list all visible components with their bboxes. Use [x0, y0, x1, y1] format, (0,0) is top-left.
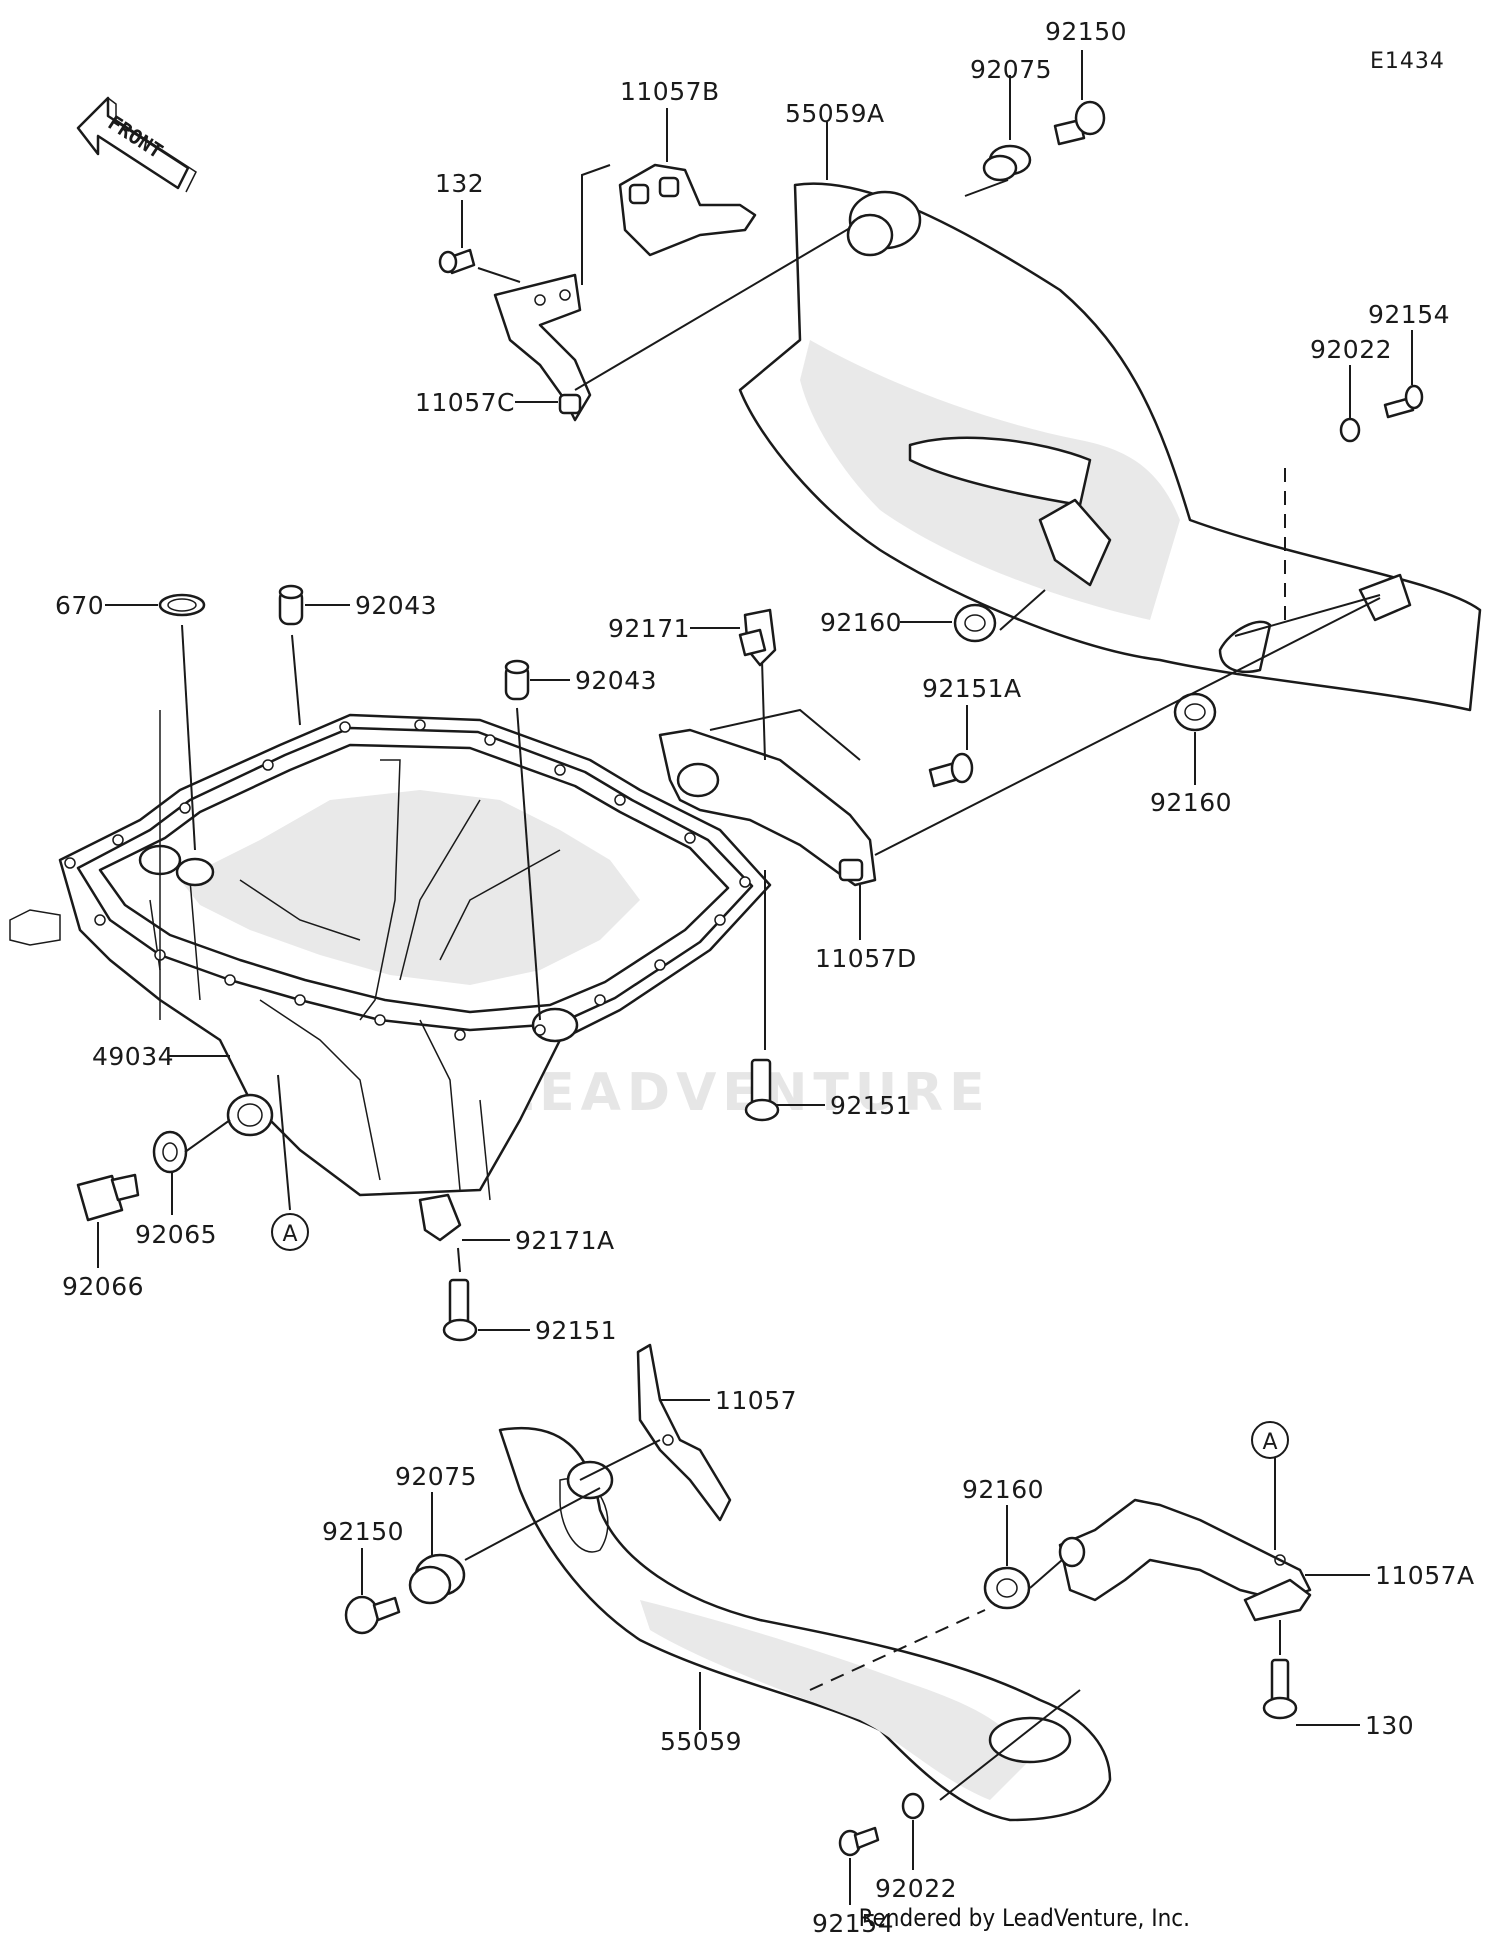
bolt-130 [1262, 1658, 1298, 1720]
bolt-92154-top [1383, 384, 1424, 419]
washer-92022-low [901, 1792, 925, 1820]
ref-marker-a-upper: A [271, 1213, 309, 1251]
washer-92065 [152, 1130, 188, 1174]
diagram-code: E1434 [1370, 49, 1445, 74]
label-92043-a: 92043 [355, 591, 437, 620]
bracket-11057c [493, 273, 592, 422]
label-92171a: 92171A [515, 1226, 615, 1255]
label-11057d: 11057D [815, 944, 917, 973]
cover-55059a [738, 182, 1482, 712]
label-92075-top: 92075 [970, 55, 1052, 84]
label-92160-b: 92160 [1150, 788, 1232, 817]
front-arrow-icon: FRONT [76, 96, 197, 193]
grommet-92075-top [982, 144, 1032, 182]
label-92154-low: 92154 [812, 1909, 894, 1938]
dowel-92043-b [504, 659, 530, 701]
grommet-92160-low [983, 1566, 1031, 1610]
grommet-92075-low [408, 1553, 466, 1605]
ref-marker-a-lower: A [1251, 1421, 1289, 1459]
label-130: 130 [1365, 1711, 1414, 1740]
watermark: LEADVENTURE [500, 1063, 991, 1123]
ref-marker-a-lower-label: A [1262, 1430, 1277, 1455]
label-92150-low: 92150 [322, 1517, 404, 1546]
clip-92171 [738, 608, 777, 667]
ref-marker-a-upper-label: A [282, 1222, 297, 1247]
bracket-11057d [658, 728, 877, 887]
label-92065: 92065 [135, 1220, 217, 1249]
label-92043-b: 92043 [575, 666, 657, 695]
label-11057b: 11057B [620, 77, 720, 106]
label-49034: 49034 [92, 1042, 174, 1071]
bolt-92150-low [344, 1595, 401, 1635]
label-92160-low: 92160 [962, 1475, 1044, 1504]
label-670: 670 [55, 591, 104, 620]
label-92075-low: 92075 [395, 1462, 477, 1491]
label-92151-mid: 92151 [830, 1091, 912, 1120]
label-92151a: 92151A [922, 674, 1022, 703]
part-labels: 92150 92075 55059A 11057B 132 11057C 920… [55, 17, 1475, 1938]
bracket-11057 [636, 1343, 732, 1522]
washer-92022-top [1339, 417, 1361, 443]
label-132: 132 [435, 169, 484, 198]
o-ring-670 [158, 593, 206, 617]
drain-plug-92066 [76, 1173, 140, 1222]
bolt-92154-low [838, 1826, 880, 1857]
bracket-11057a [1058, 1498, 1312, 1622]
bolt-92150-top [1053, 100, 1106, 146]
label-92022-top: 92022 [1310, 335, 1392, 364]
label-92171: 92171 [608, 614, 690, 643]
dowel-92043-a [278, 584, 304, 626]
cover-55059 [498, 1426, 1112, 1822]
grommet-92160-b [1173, 692, 1217, 732]
label-92151-low: 92151 [535, 1316, 617, 1345]
label-55059a: 55059A [785, 99, 885, 128]
label-11057a: 11057A [1375, 1561, 1475, 1590]
label-55059: 55059 [660, 1727, 742, 1756]
label-11057c: 11057C [415, 388, 515, 417]
label-92022-low: 92022 [875, 1874, 957, 1903]
bolt-92151a [928, 752, 974, 788]
bolt-92151-mid [744, 1058, 780, 1122]
leader-lines [97, 50, 1413, 1905]
bolt-92151-low [442, 1278, 478, 1342]
label-92160-a: 92160 [820, 608, 902, 637]
label-92154-top: 92154 [1368, 300, 1450, 329]
footer-credit: Rendered by LeadVenture, Inc. [858, 1904, 1190, 1932]
label-92150-top: 92150 [1045, 17, 1127, 46]
bolt-132 [438, 248, 476, 275]
grommet-92160-a [953, 603, 997, 643]
label-92066: 92066 [62, 1272, 144, 1301]
bracket-11057b [618, 163, 757, 257]
clip-92171a [418, 1193, 462, 1242]
label-11057: 11057 [715, 1386, 797, 1415]
oil-pan-49034 [9, 710, 772, 1201]
